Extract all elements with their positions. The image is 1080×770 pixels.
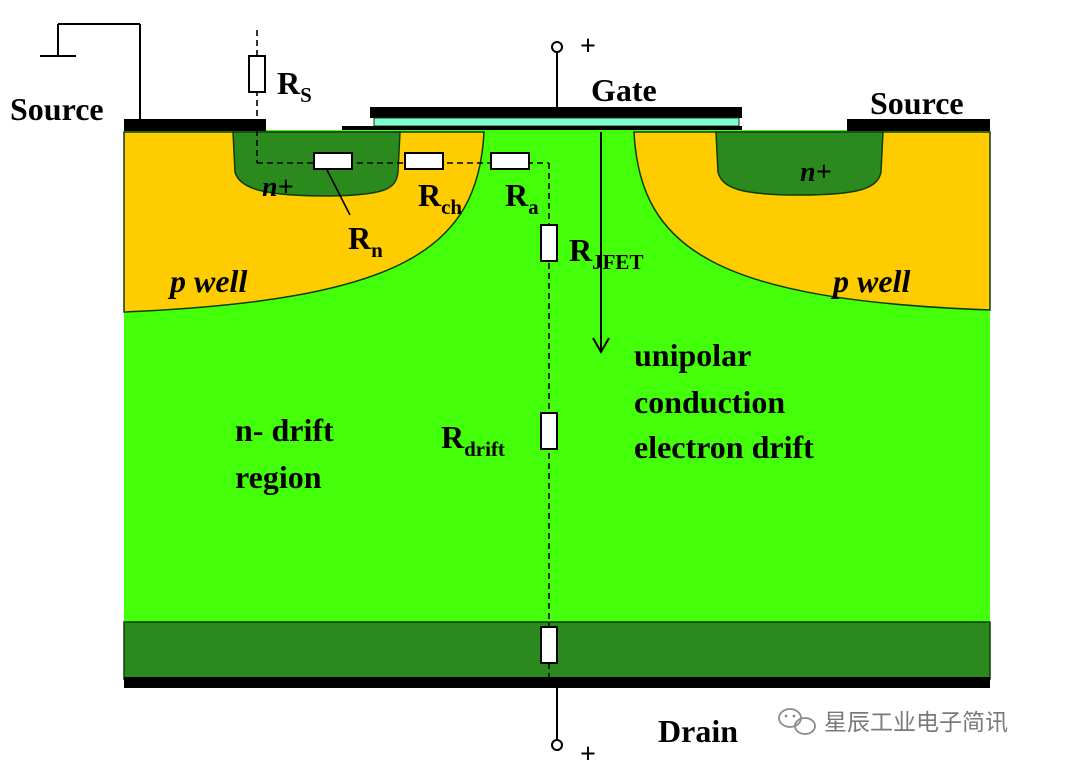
rn-leader-line: [326, 169, 351, 216]
unipolar-label-line2: conduction: [634, 384, 785, 420]
gate-label: Gate: [591, 72, 657, 108]
drain-terminal: [551, 688, 563, 751]
rch-resistor: [404, 152, 444, 170]
ra-label: Ra: [505, 177, 539, 219]
plus-top-label: +: [580, 31, 596, 62]
unipolar-label-line1: unipolar: [634, 337, 751, 373]
n-plus-right-label: n+: [800, 157, 832, 188]
rs-resistor: [248, 55, 266, 93]
drift-region-label-line1: n- drift: [235, 412, 334, 448]
plus-bottom-label: +: [580, 739, 596, 770]
rn-label: Rn: [348, 220, 383, 262]
rjfet-resistor: [540, 224, 558, 262]
p-well-left-label: p well: [167, 263, 247, 299]
electron-flow-arrow: [592, 132, 610, 355]
rch-label: Rch: [418, 177, 462, 219]
source-metal-left: [124, 119, 266, 131]
source-metal-right: [847, 119, 990, 131]
drain-label: Drain: [658, 713, 738, 749]
rdrift-resistor: [540, 412, 558, 450]
rjfet-label: RJFET: [569, 232, 643, 274]
watermark-text: 星辰工业电子简讯: [824, 710, 1008, 736]
rn-resistor: [313, 152, 353, 170]
gate-terminal: [551, 41, 563, 107]
rdrift-label: Rdrift: [441, 419, 505, 461]
unipolar-label-line3: electron drift: [634, 429, 814, 465]
drain-metal: [124, 677, 990, 688]
drift-region-label-line2: region: [235, 459, 322, 495]
substrate-resistor: [540, 626, 558, 664]
gate-metal: [370, 107, 742, 118]
n-plus-right: [715, 131, 884, 196]
source-left-label: Source: [10, 91, 104, 127]
source-right-label: Source: [870, 85, 964, 121]
ground-symbol: [40, 23, 141, 119]
gate-oxide: [373, 117, 740, 127]
rs-label: RS: [277, 65, 312, 107]
n-plus-left-label: n+: [262, 172, 294, 203]
ra-resistor: [490, 152, 530, 170]
p-well-right-label: p well: [830, 263, 910, 299]
wechat-icon: [778, 708, 816, 735]
gate-oxide-underline: [342, 126, 742, 130]
